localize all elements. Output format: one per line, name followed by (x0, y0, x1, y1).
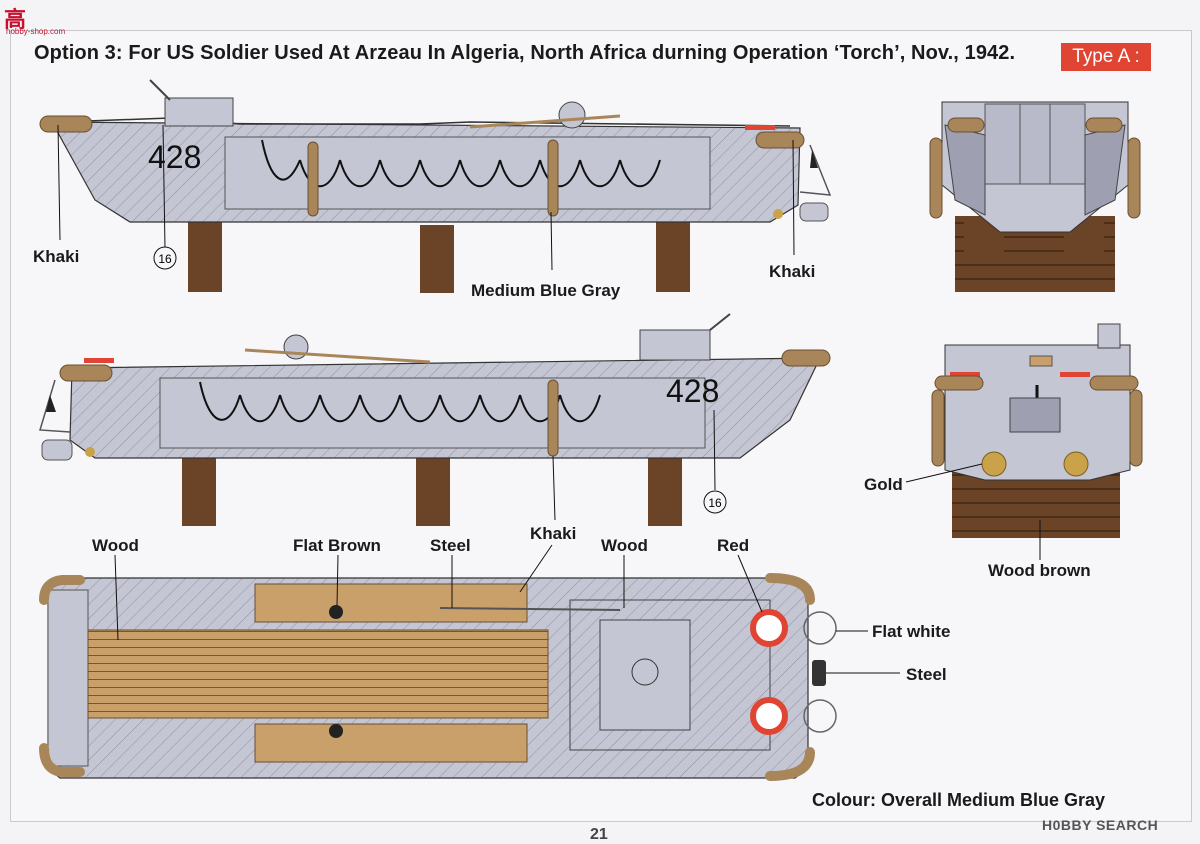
support-block (656, 222, 690, 292)
rope-loops (199, 381, 601, 423)
front-view (929, 101, 1141, 292)
label-flat-white: Flat white (872, 622, 951, 641)
ramp-housing (639, 329, 711, 361)
bow-fender (39, 115, 93, 133)
winch-icon (329, 605, 343, 619)
anchor-icon (810, 150, 818, 168)
label-khaki-left: Khaki (33, 247, 80, 266)
rope-loops (261, 139, 661, 188)
propeller-icon (85, 447, 95, 457)
side-view-top (39, 79, 832, 293)
rudder (812, 660, 826, 686)
label-red: Red (717, 536, 750, 555)
hull-number-top: 428 (148, 139, 201, 175)
wood-deck (87, 629, 549, 719)
side-view-bottom (39, 313, 831, 526)
khaki-fender (1129, 389, 1143, 467)
boathook (244, 348, 431, 364)
support-block (182, 456, 216, 526)
khaki-fender (929, 137, 943, 219)
propeller-guard (803, 611, 837, 645)
bow-ramp (47, 589, 89, 767)
callout-circle-top (153, 246, 177, 270)
bow-fender (781, 349, 831, 367)
propeller-icon (981, 451, 1007, 477)
colour-note: Colour: Overall Medium Blue Gray (812, 790, 1106, 810)
stern-fender (755, 131, 805, 149)
label-medium-blue-gray: Medium Blue Gray (471, 281, 621, 300)
support-block (648, 456, 682, 526)
site-logo-subtitle: hobby-shop.com (6, 27, 66, 36)
khaki-fender (1127, 137, 1141, 219)
support-block (420, 225, 454, 293)
callout-circle-bottom (703, 490, 727, 514)
rear-view (905, 323, 1143, 560)
page-number: 21 (590, 826, 608, 843)
winch-drum (283, 334, 309, 360)
stern-fender (59, 364, 113, 382)
label-gold: Gold (864, 475, 903, 494)
label-steel-right: Steel (906, 665, 947, 684)
label-wood-left: Wood (92, 536, 139, 555)
watermark: H0BBY SEARCH (1042, 817, 1159, 833)
type-badge: Type A : (1061, 43, 1151, 71)
life-ring (750, 609, 788, 647)
support-block (416, 456, 450, 526)
winch-drum (558, 101, 586, 129)
site-logo: 高 (4, 8, 27, 33)
label-khaki-mid: Khaki (530, 524, 577, 543)
khaki-fender (931, 389, 945, 467)
label-steel-top: Steel (430, 536, 471, 555)
winch-icon (329, 724, 343, 738)
label-wood-brown: Wood brown (988, 561, 1091, 580)
callout-number-top: 16 (158, 252, 172, 266)
boathook (469, 114, 621, 129)
wood-side-deck (254, 583, 528, 623)
anchor-icon (46, 395, 56, 412)
hull-panel (224, 136, 711, 210)
khaki-fender (547, 379, 559, 457)
label-wood-right: Wood (601, 536, 648, 555)
option-title: Option 3: For US Soldier Used At Arzeau … (34, 42, 1016, 64)
propeller-guard (803, 699, 837, 733)
life-ring (750, 697, 788, 735)
label-flat-brown: Flat Brown (293, 536, 381, 555)
propeller-icon (1063, 451, 1089, 477)
plan-view (39, 544, 900, 781)
khaki-fender (547, 139, 559, 217)
ramp-housing (164, 97, 234, 127)
callout-number-bottom: 16 (708, 496, 722, 510)
support-block (188, 222, 222, 292)
propeller-icon (773, 209, 783, 219)
khaki-fender (307, 141, 319, 217)
hull-number-bottom: 428 (666, 373, 719, 409)
label-khaki-right: Khaki (769, 262, 816, 281)
wood-side-deck (254, 723, 528, 763)
steel-rod (439, 607, 621, 611)
